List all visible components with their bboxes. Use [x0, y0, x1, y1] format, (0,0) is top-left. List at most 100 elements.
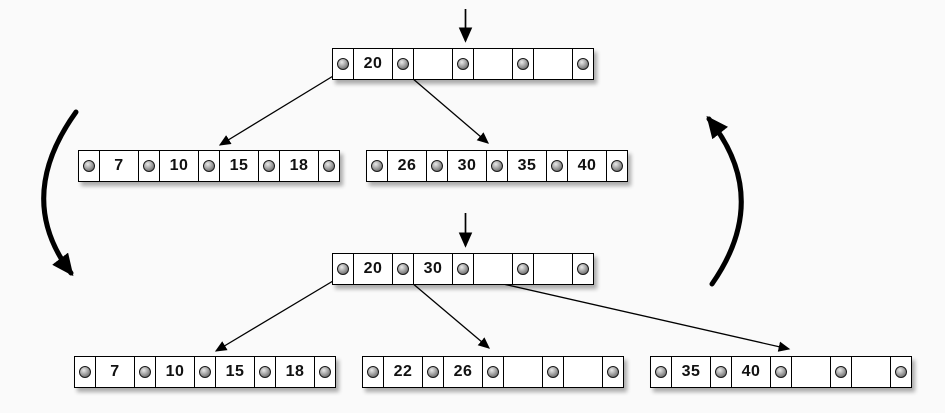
pointer-cell: [487, 151, 508, 181]
pointer-dot-icon: [457, 58, 469, 70]
pointer-cell: [199, 151, 220, 181]
pointer-dot-icon: [263, 160, 275, 172]
pointer-cell: [453, 49, 474, 79]
pointer-cell: [363, 357, 384, 387]
key-cell: 26: [444, 357, 483, 387]
key-cell: 18: [280, 151, 319, 181]
pointer-cell: [427, 151, 448, 181]
key-cell: 20: [354, 49, 393, 79]
pointer-dot-icon: [397, 58, 409, 70]
pointer-cell: [393, 49, 414, 79]
pointer-dot-icon: [139, 366, 151, 378]
key-cell: [534, 49, 573, 79]
child-link-after-right: [467, 275, 791, 352]
pointer-cell: [651, 357, 672, 387]
key-cell: 22: [384, 357, 423, 387]
pointer-dot-icon: [491, 160, 503, 172]
pointer-cell: [513, 49, 534, 79]
key-cell: 10: [160, 151, 199, 181]
pointer-cell: [333, 49, 354, 79]
key-cell: 15: [220, 151, 259, 181]
pointer-cell: [367, 151, 388, 181]
curved-arrow-down-icon: [41, 109, 79, 277]
pointer-dot-icon: [367, 366, 379, 378]
pointer-dot-icon: [577, 58, 589, 70]
pointer-cell: [483, 357, 504, 387]
btree-node-before-leaf-right: 26 30 35 40: [366, 150, 628, 182]
pointer-cell: [135, 357, 156, 387]
pointer-dot-icon: [337, 58, 349, 70]
pointer-dot-icon: [199, 366, 211, 378]
btree-node-before-leaf-left: 7 10 15 18: [78, 150, 340, 182]
pointer-dot-icon: [551, 160, 563, 172]
pointer-dot-icon: [715, 366, 727, 378]
key-cell: 26: [388, 151, 427, 181]
pointer-cell: [771, 357, 792, 387]
key-cell: 30: [414, 254, 453, 284]
key-cell: 40: [568, 151, 607, 181]
pointer-dot-icon: [337, 263, 349, 275]
curved-arrow-up-icon: [706, 115, 744, 287]
pointer-cell: [259, 151, 280, 181]
pointer-cell: [711, 357, 732, 387]
pointer-cell: [75, 357, 96, 387]
pointer-dot-icon: [517, 58, 529, 70]
key-cell: [564, 357, 603, 387]
pointer-dot-icon: [655, 366, 667, 378]
pointer-cell: [603, 357, 623, 387]
pointer-cell: [607, 151, 627, 181]
pointer-dot-icon: [547, 366, 559, 378]
pointer-dot-icon: [143, 160, 155, 172]
pointer-dot-icon: [83, 160, 95, 172]
pointer-cell: [831, 357, 852, 387]
key-cell: 7: [100, 151, 139, 181]
pointer-cell: [543, 357, 564, 387]
pointer-cell: [333, 254, 354, 284]
pointer-dot-icon: [775, 366, 787, 378]
pointer-dot-icon: [397, 263, 409, 275]
pointer-dot-icon: [431, 160, 443, 172]
pointer-dot-icon: [427, 366, 439, 378]
pointer-dot-icon: [203, 160, 215, 172]
key-cell: 35: [508, 151, 547, 181]
pointer-cell: [891, 357, 911, 387]
pointer-cell: [547, 151, 568, 181]
pointer-cell: [315, 357, 335, 387]
child-link-after-left: [214, 274, 344, 352]
key-cell: [534, 254, 573, 284]
key-cell: 30: [448, 151, 487, 181]
pointer-cell: [393, 254, 414, 284]
pointer-cell: [573, 49, 593, 79]
pointer-dot-icon: [577, 263, 589, 275]
pointer-cell: [79, 151, 100, 181]
pointer-cell: [573, 254, 593, 284]
pointer-cell: [139, 151, 160, 181]
pointer-dot-icon: [371, 160, 383, 172]
key-cell: 20: [354, 254, 393, 284]
pointer-cell: [319, 151, 339, 181]
key-cell: [474, 49, 513, 79]
key-cell: [414, 49, 453, 79]
pointer-dot-icon: [611, 160, 623, 172]
pointer-cell: [513, 254, 534, 284]
pointer-dot-icon: [607, 366, 619, 378]
key-cell: 35: [672, 357, 711, 387]
child-link-before-right: [404, 71, 489, 144]
pointer-dot-icon: [457, 263, 469, 275]
pointer-dot-icon: [259, 366, 271, 378]
pointer-dot-icon: [895, 366, 907, 378]
pointer-cell: [423, 357, 444, 387]
key-cell: [504, 357, 543, 387]
key-cell: [792, 357, 831, 387]
pointer-dot-icon: [835, 366, 847, 378]
pointer-dot-icon: [323, 160, 335, 172]
btree-node-before-root: 20: [332, 48, 594, 80]
key-cell: 18: [276, 357, 315, 387]
btree-node-after-leaf-middle: 22 26: [362, 356, 624, 388]
child-link-after-middle: [404, 276, 490, 349]
pointer-dot-icon: [517, 263, 529, 275]
